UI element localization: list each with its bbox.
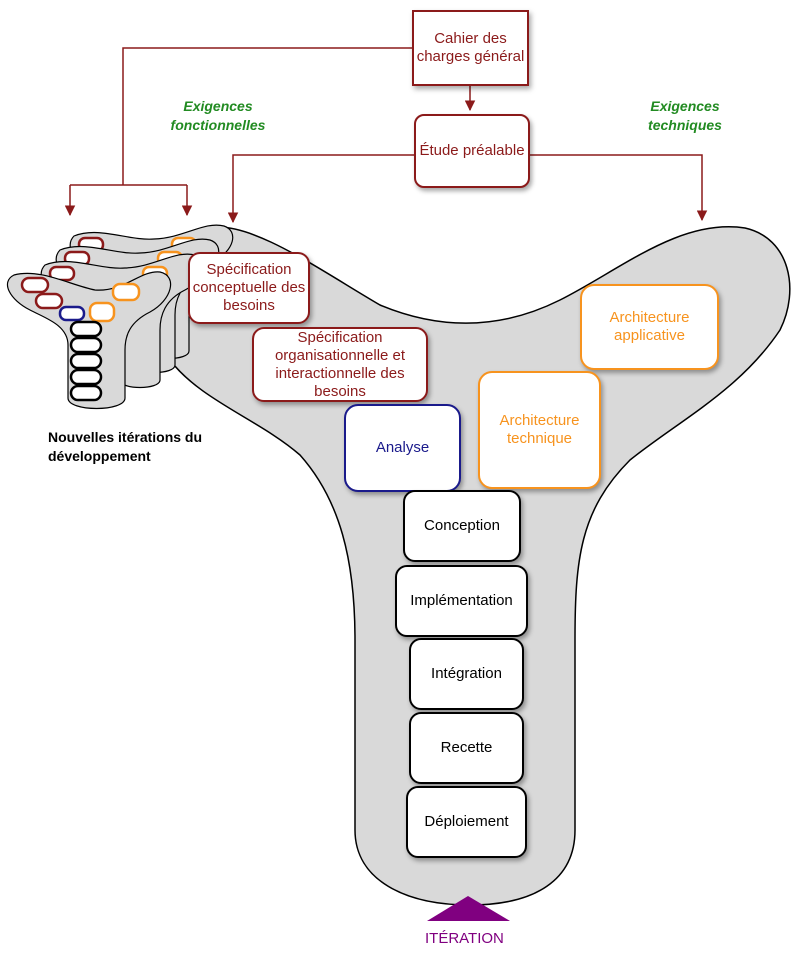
stem-box-recette: Recette [409,712,524,784]
stem-label-deploiement: Déploiement [424,813,509,830]
etude-prealable-label: Étude préalable [419,142,525,159]
stem-label-integration: Intégration [431,665,502,682]
stem-label-conception: Conception [424,517,500,534]
iteration-triangle-icon [427,896,510,921]
stem-box-implementation: Implémentation [395,565,528,637]
architecture-applicative-label: Architecture applicative [609,309,690,344]
exigences-fonctionnelles-label: Exigences fonctionnelles [170,98,266,133]
new-iterations-stack-icon [7,224,234,410]
architecture-technique-label: Architecture technique [499,412,580,447]
architecture-applicative-box: Architecture applicative [580,284,719,370]
cahier-des-charges-box: Cahier des charges général [412,10,529,86]
cahier-des-charges-label: Cahier des charges général [416,30,525,65]
arrow-etude-to-right-branch [530,154,708,222]
arrow-cahier-to-exigences-fonctionnelles [122,47,412,185]
spec-conceptuelle-label: Spécification conceptuelle des besoins [192,261,306,314]
spec-organisationnelle-box: Spécification organisationnelle et inter… [252,327,428,402]
exigences-techniques-label: Exigences techniques [648,98,722,133]
etude-prealable-box: Étude préalable [414,114,530,188]
connector-lines [64,47,708,224]
stem-label-recette: Recette [440,739,493,756]
spec-conceptuelle-box: Spécification conceptuelle des besoins [188,252,310,324]
stem-box-integration: Intégration [409,638,524,710]
analyse-box: Analyse [344,404,461,492]
arrow-etude-to-left-branch [227,154,414,224]
stem-box-conception: Conception [403,490,521,562]
spec-organisationnelle-label: Spécification organisationnelle et inter… [274,328,406,400]
analyse-label: Analyse [375,439,430,456]
architecture-technique-box: Architecture technique [478,371,601,489]
iteration-label: ITÉRATION [425,930,504,947]
stem-box-deploiement: Déploiement [406,786,527,858]
stem-label-implementation: Implémentation [410,592,513,609]
new-iterations-caption: Nouvelles itérations du développement [48,429,203,464]
